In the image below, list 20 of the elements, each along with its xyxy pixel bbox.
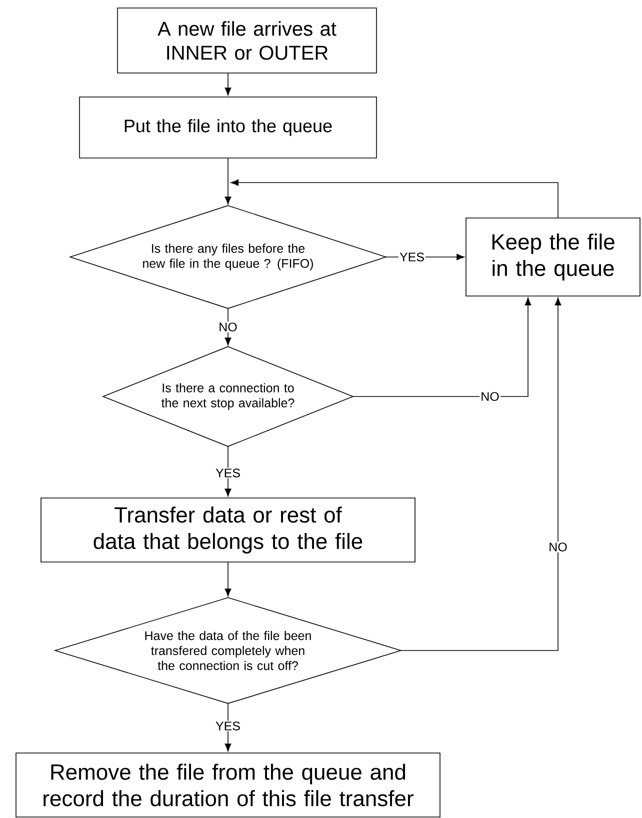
process-box: Transfer data or rest of data that belongs to the file [40,498,416,562]
edge-label: NO [548,542,568,552]
arrow [224,562,232,596]
edge-label: NO [218,322,238,332]
edge-label: YES [398,252,426,262]
arrow [400,298,562,651]
edge-label: NO [480,391,500,402]
process-box: Keep the file in the queue [466,218,640,296]
arrow [224,158,232,204]
process-box: Remove the file from the queue and record the duration of this file transfer [16,752,440,818]
arrow [224,308,232,346]
edge-label: YES [214,468,242,478]
arrow [224,73,232,96]
process-box: Put the file into the queue [79,96,377,158]
arrow [224,703,232,752]
arrow [230,179,558,218]
arrow [352,298,532,397]
arrow [224,446,232,496]
process-box: A new file arrives at INNER or OUTER [117,8,377,74]
edge-label: YES [214,720,242,732]
